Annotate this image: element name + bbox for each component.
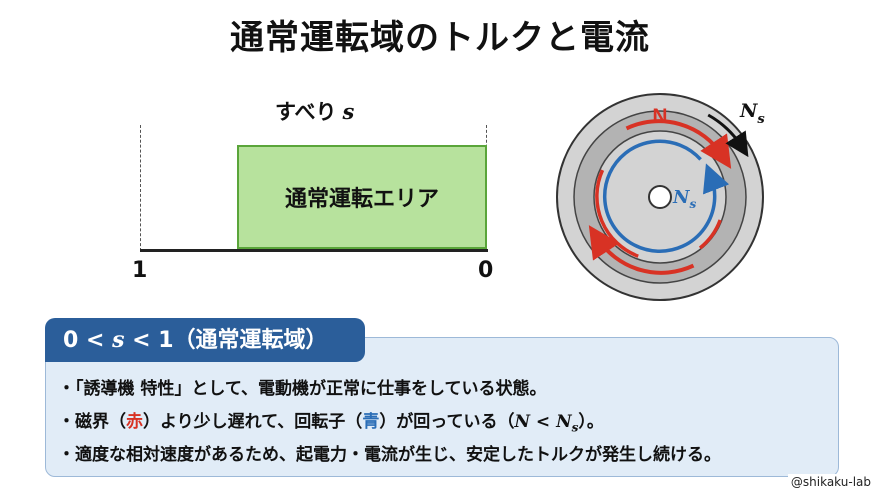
stator-field-arrow-upper: [625, 119, 732, 169]
stator-field-arc-left: [595, 169, 639, 258]
slip-axis: [140, 249, 488, 252]
shaft: [648, 185, 672, 209]
north-pole-label: N: [652, 105, 667, 128]
rotor-speed-label: Ns: [672, 187, 696, 211]
stator-field-arc-right: [698, 219, 722, 250]
page-title: 通常運転域のトルクと電流: [230, 18, 650, 58]
slip-tick-zero: 0: [478, 258, 494, 283]
zone-label: 通常運転エリア: [284, 187, 439, 212]
slip-variable: s: [342, 99, 355, 124]
slip-label-text: すべり: [275, 100, 337, 124]
bullet-1: ・「誘導機 特性」として、電動機が正常に仕事をしている状態。: [58, 379, 547, 399]
red-highlight: 赤: [126, 412, 143, 432]
slip-tick-one: 1: [132, 258, 148, 283]
slip-one-guide: [140, 125, 141, 251]
info-header: 0 < s < 1（通常運転域）: [45, 318, 365, 362]
bullet-2: ・磁界（赤）より少し遅れて、回転子（青）が回っている（N < Ns）。: [58, 412, 604, 435]
credit-label: @shikaku-lab: [787, 474, 874, 490]
induction-motor-diagram: N Ns Ns: [556, 93, 765, 301]
normal-operation-zone: 通常運転エリア: [237, 145, 487, 249]
bullet-3: ・適度な相対速度があるため、起電力・電流が生じ、安定したトルクが発生し続ける。: [58, 445, 721, 465]
info-bullets: ・「誘導機 特性」として、電動機が正常に仕事をしている状態。 ・磁界（赤）より少…: [58, 374, 721, 473]
rotor-rotation-arrow: [603, 139, 730, 253]
stator-field-arrow-lower: [588, 225, 695, 275]
synchronous-speed-arrow: [707, 113, 749, 158]
blue-highlight: 青: [362, 412, 380, 432]
outer-speed-label: Ns: [739, 100, 765, 127]
